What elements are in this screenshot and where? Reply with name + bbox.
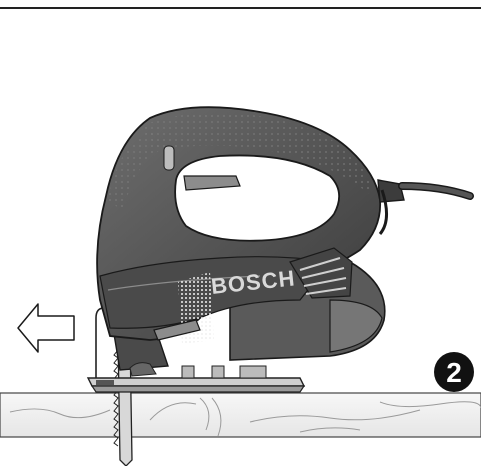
step-number: 2 xyxy=(446,357,462,388)
wood-workpiece xyxy=(0,392,481,438)
left-arrow-icon xyxy=(17,303,75,353)
jigsaw-body: BOSCH xyxy=(96,106,386,361)
power-cord xyxy=(377,179,474,235)
base-plate xyxy=(86,365,306,393)
rear-vents xyxy=(289,247,353,299)
step-number-badge: 2 xyxy=(434,352,474,392)
